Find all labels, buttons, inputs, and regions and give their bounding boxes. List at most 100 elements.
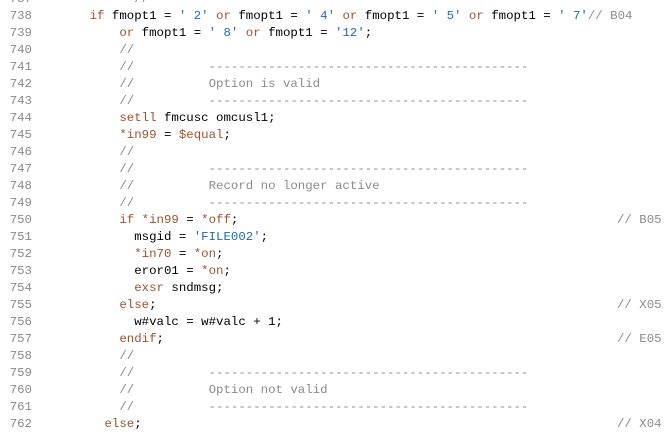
code-line[interactable]: 754 exsr sndmsg; <box>0 280 668 297</box>
code-line[interactable]: 741 // ---------------------------------… <box>0 59 668 76</box>
line-number: 760 <box>9 383 32 397</box>
code-token: *in70 <box>134 247 172 261</box>
code-token: if <box>89 9 105 23</box>
code-line[interactable]: 758 // <box>0 348 668 365</box>
code-token: sndmsg; <box>163 281 224 295</box>
code-token: if <box>119 213 135 227</box>
code-token: // <box>45 366 209 380</box>
code-line[interactable]: 746 // <box>0 144 668 161</box>
code-token: // Record no longer active <box>45 179 380 193</box>
code-line[interactable]: 750 if *in99 = *off;// B05 <box>0 212 668 229</box>
code-token <box>45 213 119 227</box>
code-line[interactable]: 756 w#valc = w#valc + 1; <box>0 314 668 331</box>
code-text: // -------------------------------------… <box>45 365 528 382</box>
code-token: ----------------------------------------… <box>208 162 529 176</box>
code-token: // <box>45 60 209 74</box>
code-token: // <box>45 43 135 57</box>
code-token: = <box>171 247 194 261</box>
code-line[interactable]: 749 // ---------------------------------… <box>0 195 668 212</box>
code-line[interactable]: 761 // ---------------------------------… <box>0 399 668 416</box>
code-token: // <box>45 0 253 6</box>
line-number: 740 <box>9 43 32 57</box>
code-token: *in99 <box>141 213 179 227</box>
code-token: ----------------------------------------… <box>208 94 529 108</box>
code-text: exsr sndmsg; <box>45 280 223 297</box>
code-line[interactable]: 757 endif;// E05 <box>0 331 668 348</box>
code-line[interactable]: 742 // Option is valid <box>0 76 668 93</box>
code-token: // <box>45 162 209 176</box>
code-text: // -------------------------------------… <box>45 161 528 178</box>
code-token <box>45 332 119 346</box>
code-token: endif <box>119 332 157 346</box>
code-line[interactable]: 737 // ---------------------------------… <box>0 0 668 8</box>
line-number: 745 <box>9 128 32 142</box>
code-token: *on <box>201 264 224 278</box>
code-token: *in99 <box>119 128 157 142</box>
code-token <box>45 281 134 295</box>
code-token: ' 5' <box>431 9 462 23</box>
code-text: // -------------------------------------… <box>45 0 573 8</box>
code-line[interactable]: 738 if fmopt1 = ' 2' or fmopt1 = ' 4' or… <box>0 8 668 25</box>
code-line[interactable]: 748 // Record no longer active <box>0 178 668 195</box>
change-tag-comment: // E05 <box>617 332 662 346</box>
code-line[interactable]: 751 msgid = 'FILE002'; <box>0 229 668 246</box>
code-line[interactable]: 762 else;// X04 <box>0 416 668 433</box>
code-token: ; <box>156 332 164 346</box>
code-token: ; <box>260 230 269 244</box>
code-token: *on <box>193 247 217 261</box>
code-token: fmopt1 = <box>230 9 306 23</box>
change-tag-comment: // X04 <box>617 417 662 431</box>
code-token <box>45 128 119 142</box>
code-line[interactable]: 753 eror01 = *on; <box>0 263 668 280</box>
line-number: 756 <box>9 315 32 329</box>
code-line[interactable]: 743 // ---------------------------------… <box>0 93 668 110</box>
code-text: // Option is valid <box>45 76 320 93</box>
code-token: fmopt1 = <box>260 26 336 40</box>
code-token: fmcusc omcusl1; <box>156 111 276 125</box>
code-token <box>134 213 141 227</box>
code-token: fmopt1 = <box>134 26 209 40</box>
line-number: 749 <box>9 196 32 210</box>
code-token: ----------------------------------------… <box>208 400 529 414</box>
line-number: 759 <box>9 366 32 380</box>
code-text: w#valc = w#valc + 1; <box>45 314 283 331</box>
code-line[interactable]: 755 else;// X05 <box>0 297 668 314</box>
code-line[interactable]: 739 or fmopt1 = ' 8' or fmopt1 = '12'; <box>0 25 668 42</box>
code-text: if *in99 = *off; <box>45 212 238 229</box>
line-number: 762 <box>9 417 32 431</box>
change-tag-comment: // X05 <box>617 298 662 312</box>
line-number: 747 <box>9 162 32 176</box>
line-number: 742 <box>9 77 32 91</box>
line-number: 750 <box>9 213 32 227</box>
code-line[interactable]: 752 *in70 = *on; <box>0 246 668 263</box>
code-token: '12' <box>335 26 365 40</box>
code-token: ----------------------------------------… <box>208 60 529 74</box>
code-token: ; <box>216 247 224 261</box>
code-token: or <box>342 9 358 23</box>
code-line[interactable]: 747 // ---------------------------------… <box>0 161 668 178</box>
line-number: 746 <box>9 145 32 159</box>
code-token: ' 4' <box>305 9 336 23</box>
code-token: ; <box>149 298 157 312</box>
line-number: 755 <box>9 298 32 312</box>
code-token: setll <box>119 111 157 125</box>
code-line[interactable]: 760 // Option not valid <box>0 382 668 399</box>
line-number: 737 <box>2 0 32 8</box>
code-token: // <box>45 196 209 210</box>
code-token <box>209 9 216 23</box>
line-number: 754 <box>9 281 32 295</box>
code-text: // Record no longer active <box>45 178 380 195</box>
code-line[interactable]: 740 // <box>0 42 668 59</box>
code-text: if fmopt1 = ' 2' or fmopt1 = ' 4' or fmo… <box>45 8 633 25</box>
code-token: fmopt1 = <box>483 9 559 23</box>
code-line[interactable]: 745 *in99 = $equal; <box>0 127 668 144</box>
code-token: ; <box>364 26 373 40</box>
code-token: 'FILE002' <box>193 230 261 244</box>
code-text: // <box>45 348 134 365</box>
code-text: endif; <box>45 331 164 348</box>
code-text: // <box>45 42 134 59</box>
code-token: ; <box>134 417 142 431</box>
code-line[interactable]: 744 setll fmcusc omcusl1; <box>0 110 668 127</box>
code-line[interactable]: 759 // ---------------------------------… <box>0 365 668 382</box>
